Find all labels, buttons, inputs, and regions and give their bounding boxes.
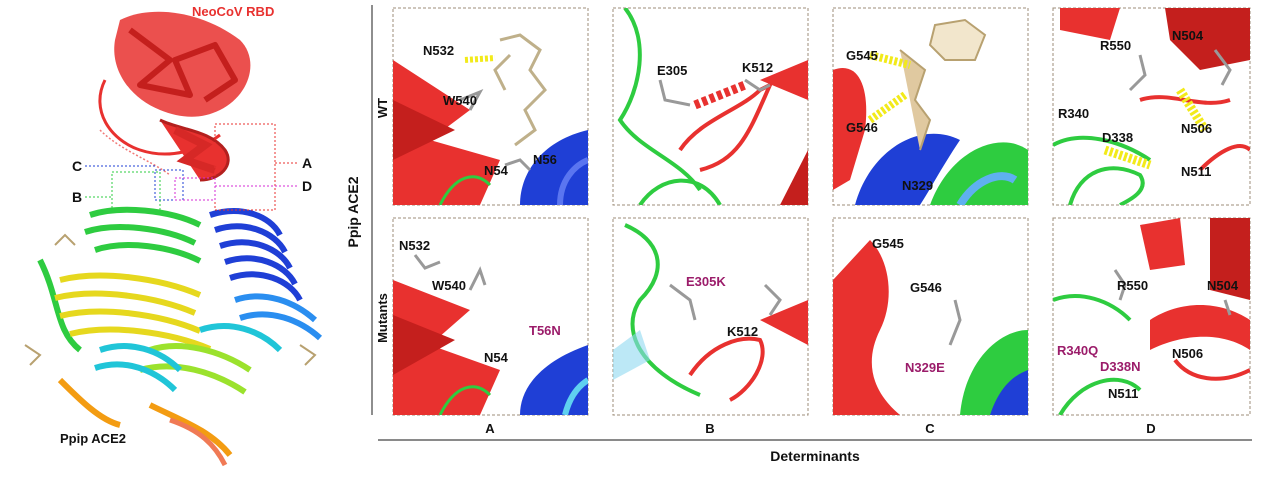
mut-d-label-r550: R550 — [1117, 278, 1148, 293]
wt-a-label-n532: N532 — [423, 43, 454, 58]
panel-mut-d: R550 N504 N506 N511 R340Q D338N — [1052, 217, 1251, 416]
y-axis-title: Ppip ACE2 — [345, 176, 361, 247]
box-d-marker — [174, 177, 216, 201]
wt-b-label-k512: K512 — [742, 60, 773, 75]
overview-structure: NeoCoV RBD C B A D Ppip ACE2 — [24, 4, 323, 467]
panel-mut-a: N532 W540 N54 T56N — [392, 217, 589, 416]
box-a-marker — [214, 123, 276, 211]
panel-wt-d: R550 N504 R340 D338 N506 N511 — [1052, 7, 1251, 206]
mut-d-label-n504: N504 — [1207, 278, 1239, 293]
mut-a-label-t56n: T56N — [529, 323, 561, 338]
column-label-a: A — [485, 421, 495, 436]
panel-mut-c: G545 G546 N329E — [832, 217, 1029, 416]
wt-c-label-g546: G546 — [846, 120, 878, 135]
mut-a-label-n532: N532 — [399, 238, 430, 253]
panel-mut-b: E305K K512 — [612, 217, 809, 416]
x-axis-title: Determinants — [770, 448, 860, 464]
mut-c-label-g545: G545 — [872, 236, 904, 251]
wt-d-label-n504: N504 — [1172, 28, 1204, 43]
mut-a-label-w540: W540 — [432, 278, 466, 293]
rbd-title: NeoCoV RBD — [192, 4, 274, 19]
panel-wt-a: N532 W540 N54 N56 — [392, 7, 589, 206]
box-b-marker — [111, 171, 161, 213]
box-label-a: A — [302, 155, 312, 171]
column-label-d: D — [1146, 421, 1155, 436]
row-label-mutants: Mutants — [375, 293, 390, 343]
wt-d-label-n506: N506 — [1181, 121, 1212, 136]
mut-b-label-k512: K512 — [727, 324, 758, 339]
mut-d-label-n506: N506 — [1172, 346, 1203, 361]
wt-a-label-n56: N56 — [533, 152, 557, 167]
rbd-structure — [98, 11, 251, 182]
ace2-structure — [24, 206, 323, 467]
mut-a-label-n54: N54 — [484, 350, 509, 365]
wt-b-label-e305: E305 — [657, 63, 687, 78]
receptor-label: Ppip ACE2 — [60, 431, 126, 446]
panel-wt-b: E305 K512 — [612, 7, 809, 206]
mut-c-label-g546: G546 — [910, 280, 942, 295]
mut-d-label-d338n: D338N — [1100, 359, 1140, 374]
wt-a-label-w540: W540 — [443, 93, 477, 108]
wt-a-label-n54: N54 — [484, 163, 509, 178]
wt-d-label-r340: R340 — [1058, 106, 1089, 121]
wt-d-label-r550: R550 — [1100, 38, 1131, 53]
wt-c-label-g545: G545 — [846, 48, 878, 63]
mut-d-label-n511: N511 — [1108, 386, 1138, 401]
mut-c-label-n329e: N329E — [905, 360, 945, 375]
row-label-wt: WT — [375, 98, 390, 118]
column-label-c: C — [925, 421, 935, 436]
box-label-b: B — [72, 189, 82, 205]
mut-d-label-r340q: R340Q — [1057, 343, 1098, 358]
box-label-c: C — [72, 158, 82, 174]
box-label-d: D — [302, 178, 312, 194]
wt-d-label-d338: D338 — [1102, 130, 1133, 145]
column-label-b: B — [705, 421, 714, 436]
box-c-marker — [154, 169, 184, 201]
wt-d-label-n511: N511 — [1181, 164, 1211, 179]
wt-c-label-n329: N329 — [902, 178, 933, 193]
mut-b-label-e305k: E305K — [686, 274, 726, 289]
panel-wt-c: G545 G546 N329 — [832, 7, 1029, 206]
